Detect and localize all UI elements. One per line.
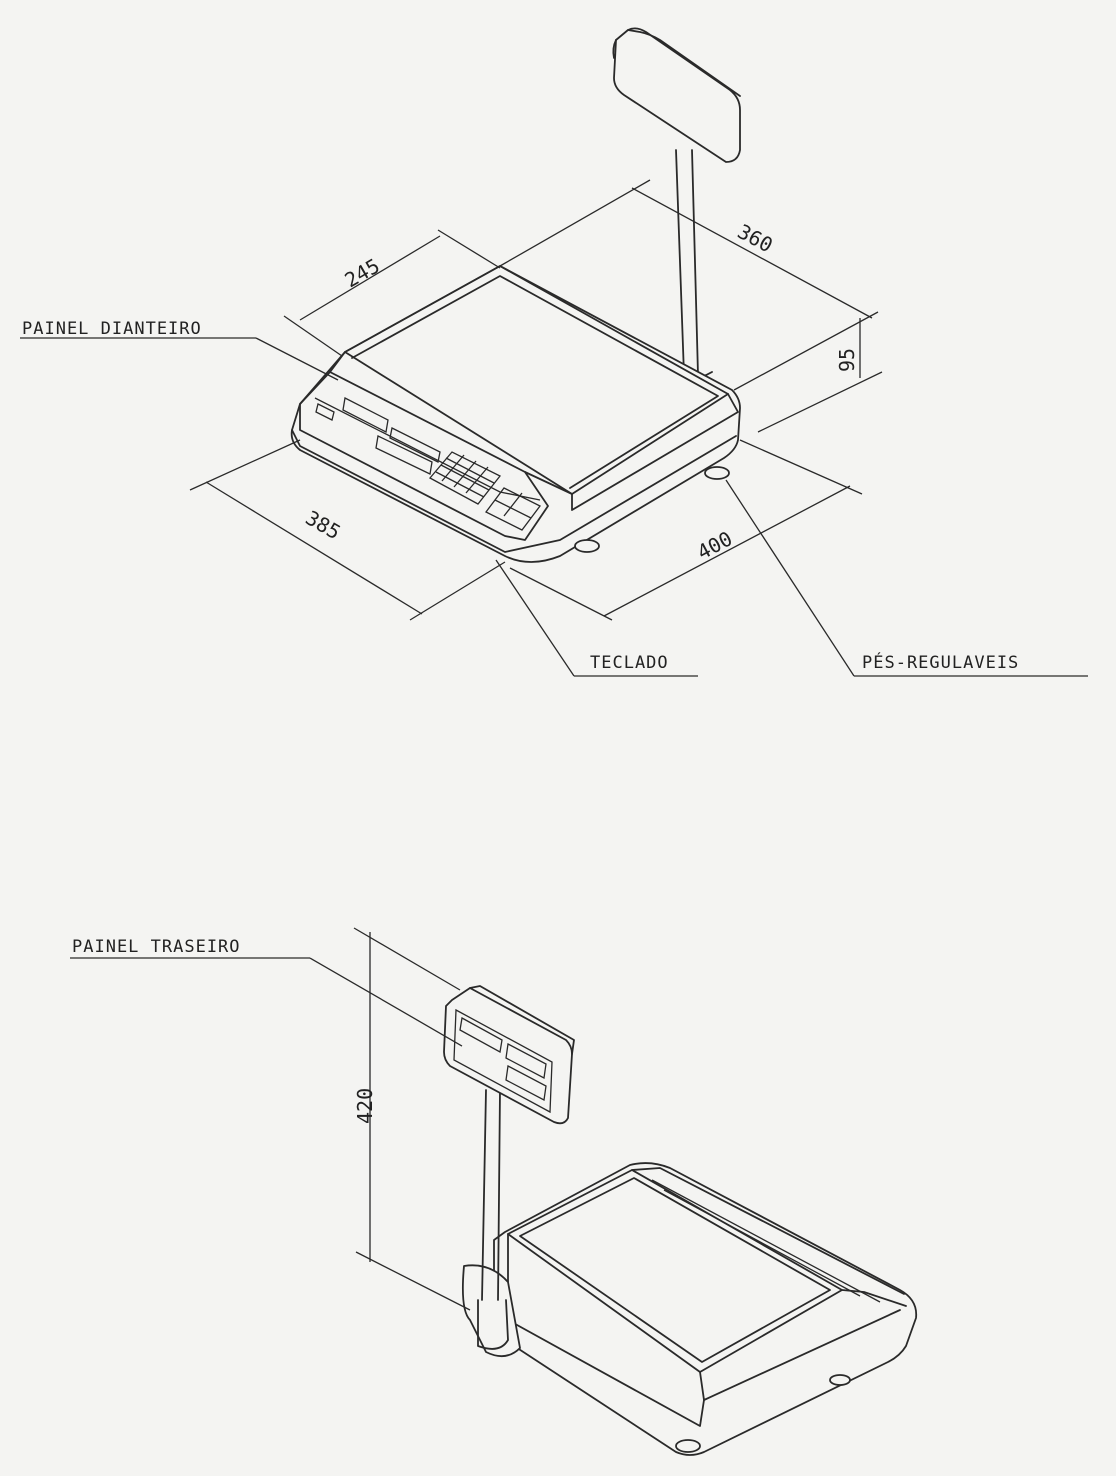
scale-front-view: PAINEL DIANTEIRO TECLADO PÉS-REGULAVEIS … bbox=[20, 27, 1088, 677]
scale-rear-view: PAINEL TRASEIRO 420 bbox=[70, 927, 918, 1456]
dim-side-depth: 400 bbox=[693, 526, 736, 564]
display-pole bbox=[671, 149, 713, 380]
dim-base-width: 360 bbox=[734, 219, 777, 257]
label-rear-panel: PAINEL TRASEIRO bbox=[72, 937, 241, 957]
rear-scale-base bbox=[493, 1162, 918, 1456]
label-adjustable-feet: PÉS-REGULAVEIS bbox=[862, 651, 1019, 673]
adjustable-feet bbox=[574, 466, 730, 553]
rear-display-pole bbox=[481, 1089, 501, 1301]
dim-height: 95 bbox=[835, 348, 859, 372]
rear-display-head bbox=[443, 985, 575, 1125]
dim-front-width: 385 bbox=[302, 506, 345, 545]
scale-base bbox=[290, 265, 741, 563]
label-front-panel: PAINEL DIANTEIRO bbox=[22, 319, 202, 339]
display-head bbox=[612, 27, 741, 163]
dim-pole-height: 420 bbox=[353, 1088, 377, 1124]
dimension-lines-bottom bbox=[353, 927, 471, 1311]
dim-platter-depth: 245 bbox=[341, 253, 384, 292]
front-display-windows bbox=[315, 397, 441, 475]
leader-lines-bottom bbox=[70, 957, 463, 1047]
keypad-grid bbox=[428, 451, 541, 531]
label-keypad: TECLADO bbox=[590, 653, 669, 673]
rear-pole-bracket bbox=[461, 1264, 521, 1358]
dimension-lines-top bbox=[189, 179, 883, 621]
leader-lines-top bbox=[20, 337, 1088, 677]
